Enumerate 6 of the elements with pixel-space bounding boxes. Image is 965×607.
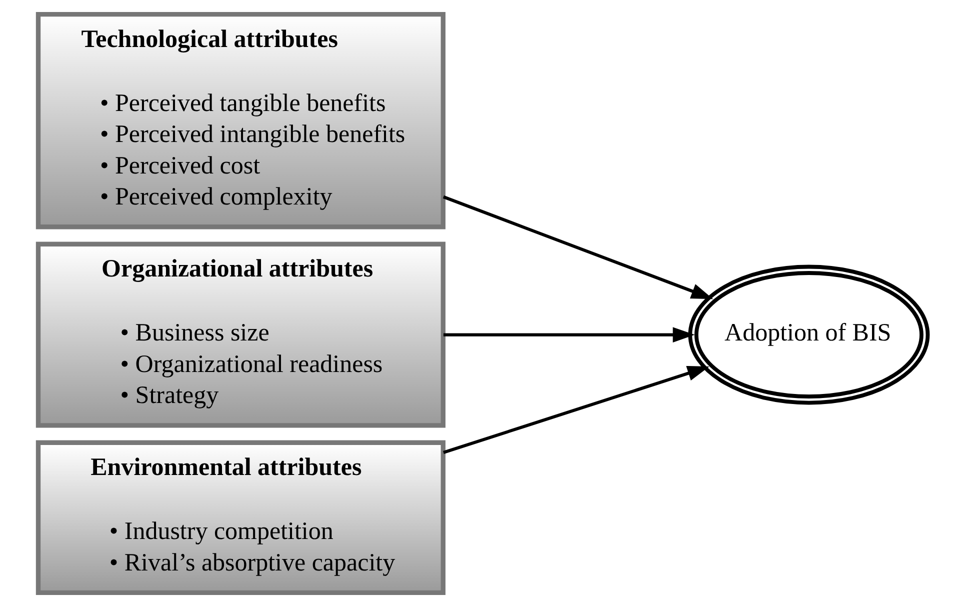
node-box: Organizational attributes • Business size • Organizational readiness • Strategy [35, 242, 445, 428]
arrow [442, 195, 713, 300]
node-box: Technological attributes • Perceived tangible benefits • Perceived intangible benefits • Perceived cost • Perceived complexity [35, 12, 445, 230]
arrow [442, 366, 709, 454]
node-box: Environmental attributes • Industry competition • Rival’s absorptive capacity [35, 440, 445, 596]
arrow [442, 327, 694, 342]
